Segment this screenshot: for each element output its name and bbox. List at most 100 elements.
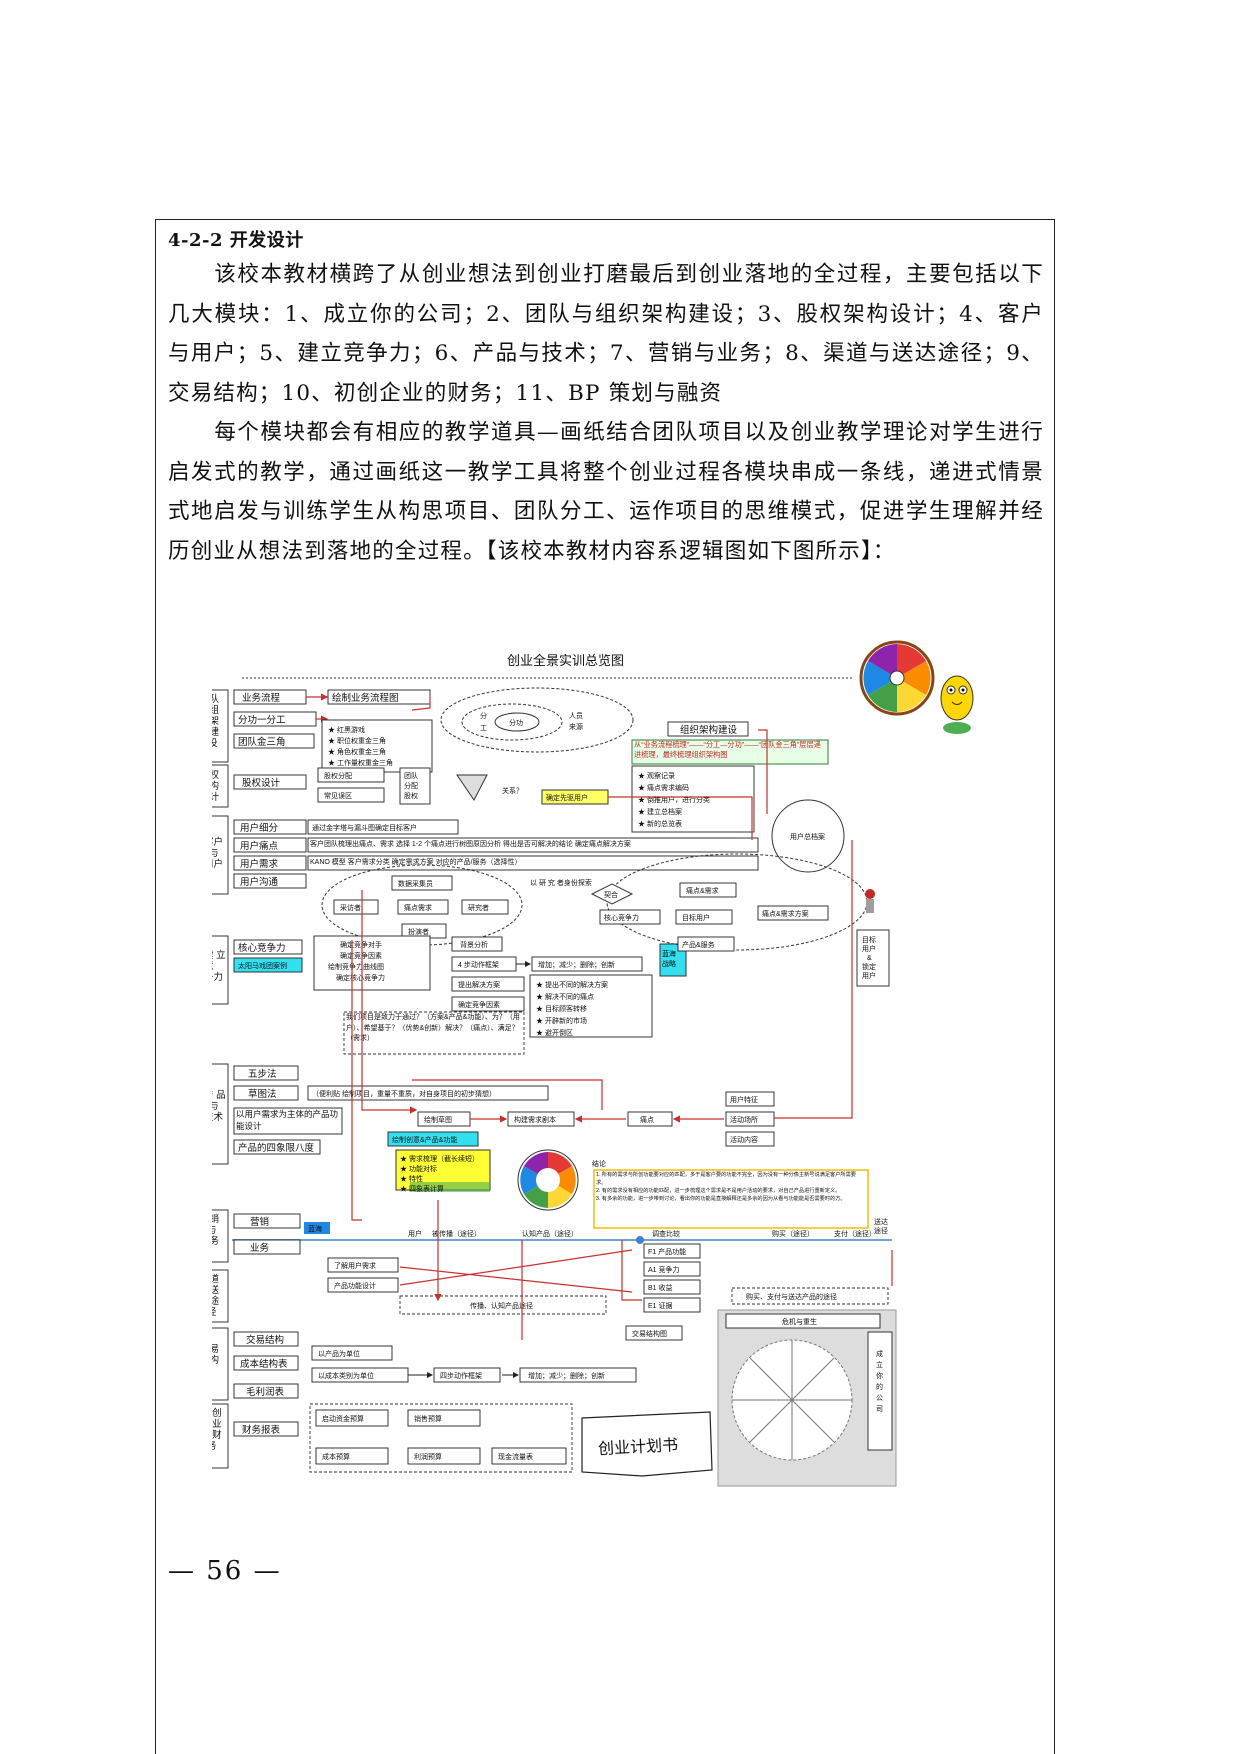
- svg-text:支付（途径）: 支付（途径）: [834, 1229, 876, 1238]
- svg-text:A1 竞争力: A1 竞争力: [648, 1265, 680, 1274]
- diagram-title: 创业全景实训总览图: [507, 653, 624, 669]
- svg-text:工: 工: [480, 725, 487, 732]
- svg-text:活动内容: 活动内容: [730, 1135, 758, 1144]
- svg-text:了解用户需求: 了解用户需求: [334, 1261, 376, 1270]
- product-section: 五步法 草图法 （便利贴 绘制项目，重量不重质，对自身项目的初步猜想） 以用户需…: [233, 1065, 888, 1235]
- compete-section: 核心竞争力 太阳马戏团案例 确定竞争对手 确定竞争因素 绘制竞争力曲线图 确定核…: [233, 853, 890, 1055]
- svg-text:毛利润表: 毛利润表: [246, 1386, 285, 1398]
- logic-diagram: 创业全景实训总览图 团队与组织架构建设 股权架构设计 客户与用户 建 立竞争力 …: [212, 640, 1004, 1540]
- svg-text:确定竞争因素: 确定竞争因素: [340, 951, 382, 960]
- svg-text:提出解决方案: 提出解决方案: [458, 980, 500, 989]
- svg-text:产品功能设计: 产品功能设计: [334, 1281, 376, 1290]
- funnel-icon: [456, 774, 488, 801]
- svg-text:确定竞争因素: 确定竞争因素: [458, 1000, 500, 1009]
- content-frame: [155, 219, 1055, 1754]
- svg-text:草图法: 草图法: [248, 1088, 277, 1100]
- svg-text:成立你的公司: 成立你的公司: [876, 1349, 883, 1413]
- team-item-3: 团队金三角: [238, 736, 286, 748]
- svg-text:F1 产品功能: F1 产品功能: [648, 1247, 686, 1256]
- svg-text:★ 解决不同的痛点: ★ 解决不同的痛点: [536, 992, 594, 1001]
- module-customer: [212, 815, 229, 895]
- svg-text:常见误区: 常见误区: [324, 791, 352, 800]
- svg-text:现金流量表: 现金流量表: [498, 1452, 533, 1461]
- svg-text:以产品为单位: 以产品为单位: [318, 1349, 360, 1358]
- svg-text:购买、支付与送达产品的途径: 购买、支付与送达产品的途径: [746, 1292, 837, 1301]
- svg-text:产品的四象限八度: 产品的四象限八度: [238, 1142, 315, 1154]
- svg-text:E1 证据: E1 证据: [648, 1301, 673, 1310]
- color-ring-icon: [517, 1149, 579, 1211]
- svg-text:太阳马戏团案例: 太阳马戏团案例: [238, 961, 287, 970]
- svg-text:（便利贴 绘制项目，重量不重质，对自身项目的初步猜想）: （便利贴 绘制项目，重量不重质，对自身项目的初步猜想）: [312, 1089, 496, 1098]
- svg-text:增加；减少；删除；创新: 增加；减少；删除；创新: [538, 960, 615, 969]
- svg-text:扮演者: 扮演者: [408, 927, 429, 936]
- module-trade: [212, 1327, 229, 1401]
- bp-label: 创业计划书: [598, 1435, 679, 1458]
- svg-text:用户总档案: 用户总档案: [790, 832, 825, 841]
- svg-text:蓝海战略: 蓝海战略: [662, 949, 676, 968]
- svg-text:★ 特性: ★ 特性: [400, 1174, 423, 1183]
- svg-text:用户痛点: 用户痛点: [240, 840, 279, 852]
- svg-text:B1 收益: B1 收益: [648, 1283, 673, 1292]
- svg-text:危机与重生: 危机与重生: [782, 1317, 817, 1326]
- svg-text:★ 倒推用户，进行分类: ★ 倒推用户，进行分类: [638, 795, 710, 804]
- team-section: 业务流程 分功一分工 团队金三角 绘制业务流程图 ★ 红黑游戏 ★ 职位权重金三…: [233, 687, 829, 773]
- svg-text:增加；减少；删除；创新: 增加；减少；删除；创新: [528, 1371, 605, 1380]
- team-item-2: 分功一分工: [238, 715, 286, 726]
- connectors: [351, 697, 893, 1340]
- svg-text:★ 避开倒区: ★ 避开倒区: [536, 1028, 573, 1037]
- svg-text:确定竞争对手: 确定竞争对手: [340, 940, 382, 949]
- team-ellipse-outer: [440, 687, 634, 753]
- svg-text:用户细分: 用户细分: [240, 822, 279, 834]
- module-team: [212, 689, 229, 763]
- paragraph-2-text: 每个模块都会有相应的教学道具—画纸结合团队项目以及创业教学理论对学生进行启发式的…: [168, 420, 1044, 564]
- svg-text:股权分配: 股权分配: [324, 771, 352, 780]
- svg-text:研究者: 研究者: [468, 903, 489, 912]
- paragraph-2: 每个模块都会有相应的教学道具—画纸结合团队项目以及创业教学理论对学生进行启发式的…: [168, 413, 1044, 571]
- svg-text:认知产品（途径）: 认知产品（途径）: [522, 1229, 578, 1238]
- svg-text:目标用户: 目标用户: [682, 913, 710, 922]
- svg-text:股权设计: 股权设计: [242, 777, 281, 789]
- svg-text:交易结构: 交易结构: [212, 1343, 219, 1366]
- org-box: 组织架构建设: [680, 724, 738, 736]
- svg-text:用户沟通: 用户沟通: [240, 876, 279, 888]
- logic-diagram-svg: 创业全景实训总览图 团队与组织架构建设 股权架构设计 客户与用户 建 立竞争力 …: [212, 640, 974, 1487]
- svg-text:★ 建立总档案: ★ 建立总档案: [638, 807, 682, 816]
- section-heading: 4-2-2 开发设计: [168, 230, 304, 251]
- svg-text:初 创企 业的 财务: 初 创企 业的 财务: [212, 1407, 222, 1452]
- page-number: — 56 —: [168, 1556, 282, 1586]
- svg-text:★ 痛点需求编码: ★ 痛点需求编码: [638, 783, 689, 792]
- org-note: 从“业务流程梳理”——“分工—分功”——“团队金三角”层层递进梳理，最终梳理组织…: [634, 740, 821, 759]
- svg-text:核心竞争力: 核心竞争力: [604, 913, 639, 922]
- svg-text:交易结构图: 交易结构图: [632, 1329, 667, 1338]
- svg-text:销售预算: 销售预算: [414, 1414, 442, 1423]
- svg-text:五步法: 五步法: [248, 1068, 277, 1080]
- paragraph-1-text: 该校本教材横跨了从创业想法到创业打磨最后到创业落地的全过程，主要包括以下几大模块…: [168, 262, 1044, 406]
- paragraph-1: 该校本教材横跨了从创业想法到创业打磨最后到创业落地的全过程，主要包括以下几大模块…: [168, 255, 1044, 413]
- svg-text:四步动作框架: 四步动作框架: [440, 1371, 482, 1380]
- svg-text:★ 目标顾客转移: ★ 目标顾客转移: [536, 1004, 587, 1013]
- svg-text:4 步动作框架: 4 步动作框架: [458, 960, 499, 969]
- svg-text:采访者: 采访者: [340, 903, 361, 912]
- svg-text:绘制竞争力曲线图: 绘制竞争力曲线图: [328, 962, 384, 971]
- svg-text:契合: 契合: [604, 890, 618, 899]
- svg-text:交易结构: 交易结构: [246, 1334, 284, 1346]
- svg-text:送达途径: 送达途径: [874, 1217, 888, 1235]
- svg-text:绘制草图: 绘制草图: [424, 1115, 452, 1124]
- svg-text:分功: 分功: [509, 718, 523, 727]
- svg-text:痛点&需求: 痛点&需求: [686, 886, 719, 895]
- svg-text:★ 开辟新的市场: ★ 开辟新的市场: [536, 1016, 587, 1025]
- module-marketing: [212, 1209, 229, 1263]
- svg-text:用户: 用户: [408, 1229, 422, 1238]
- svg-text:股权架构设计: 股权架构设计: [212, 769, 220, 803]
- module-compete: [212, 935, 229, 1005]
- module-channel: [212, 1269, 229, 1323]
- left-modules: 团队与组织架构建设 股权架构设计 客户与用户 建 立竞争力 产 品与技术 营销与…: [212, 689, 229, 1469]
- svg-text:营销: 营销: [250, 1216, 270, 1228]
- svg-text:成本结构表: 成本结构表: [240, 1358, 288, 1370]
- svg-text:★ 新的总览表: ★ 新的总览表: [638, 819, 682, 828]
- svg-text:★ 工作量权重金三角: ★ 工作量权重金三角: [328, 758, 393, 767]
- svg-text:绘制创意&产品&功能: 绘制创意&产品&功能: [392, 1135, 457, 1144]
- module-team-label: 团队与组织架构建设: [212, 693, 220, 749]
- pie-wheel-icon: [859, 640, 935, 716]
- svg-text:产品&服务: 产品&服务: [682, 940, 715, 949]
